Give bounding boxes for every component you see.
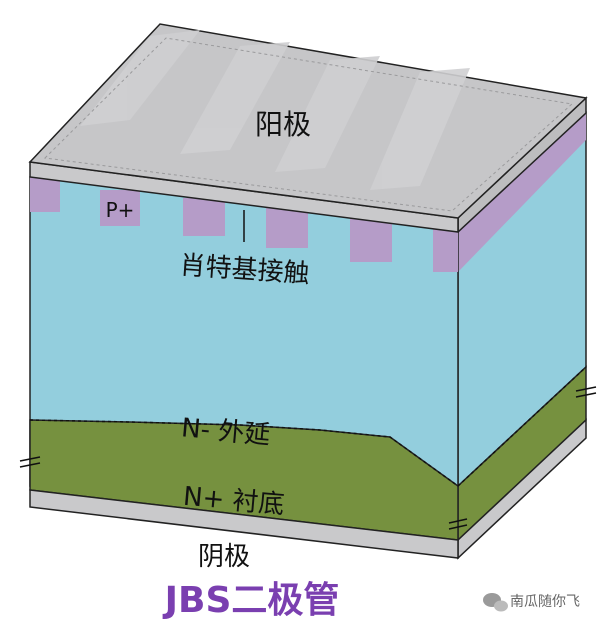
diagram-title: JBS二极管 <box>162 580 340 621</box>
p-plus-label: P+ <box>106 198 135 222</box>
watermark: 南瓜随你飞 <box>483 593 580 612</box>
p-plus-well <box>183 198 225 236</box>
anode-label: 阳极 <box>255 108 311 141</box>
anode-top-stripes <box>80 30 470 190</box>
p-plus-well <box>30 177 60 212</box>
p-plus-well <box>266 206 308 248</box>
p-plus-well <box>100 190 140 226</box>
wechat-icon <box>483 593 508 612</box>
watermark-text: 南瓜随你飞 <box>510 594 580 610</box>
epi-substrate-boundary-side <box>457 366 587 487</box>
p-plus-side-stripe <box>458 113 586 272</box>
break-marks <box>19 386 597 530</box>
cathode-metal-front <box>29 489 459 559</box>
cathode-label: 阴极 <box>198 542 250 572</box>
epi-substrate-boundary <box>29 419 459 487</box>
